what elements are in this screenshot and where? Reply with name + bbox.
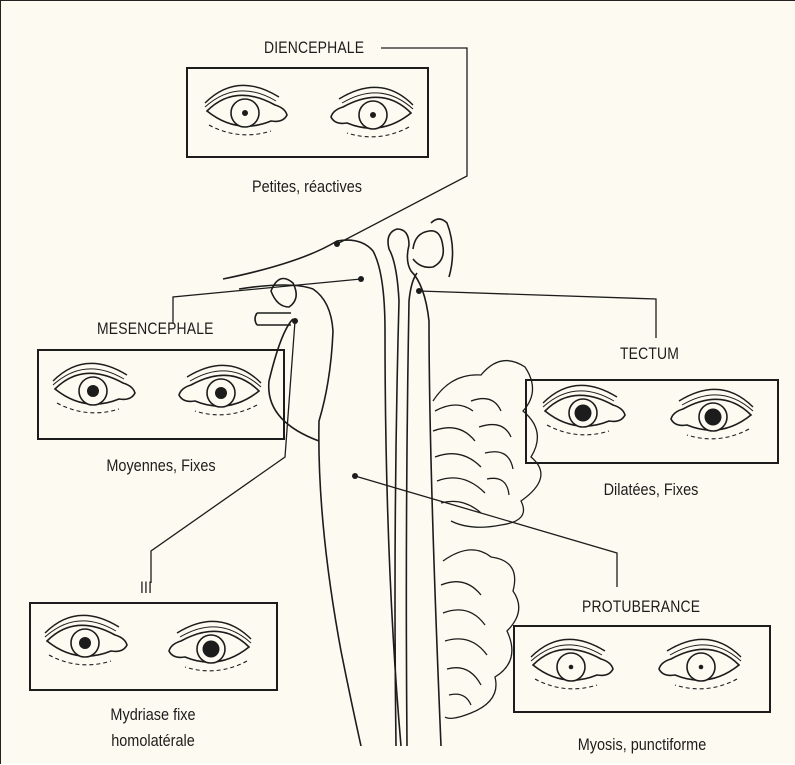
eye-diencephale-right bbox=[331, 87, 413, 137]
leader-lines bbox=[151, 48, 656, 587]
caption-tectum: Dilatées, Fixes bbox=[566, 480, 736, 500]
eye-diencephale-left bbox=[205, 85, 287, 135]
caption-nerf-iii-line1: Mydriase fixe bbox=[68, 705, 238, 725]
pupil-tectum-right bbox=[705, 409, 722, 426]
cerebellum-folia bbox=[433, 361, 541, 719]
pupil-mesencephale-right bbox=[215, 387, 227, 399]
title-protuberance: PROTUBERANCE bbox=[582, 597, 700, 617]
caption-nerf-iii-line2: homolatérale bbox=[68, 731, 238, 751]
eye-protuberance-right bbox=[659, 639, 741, 689]
brainstem-section bbox=[223, 219, 453, 746]
caption-diencephale: Petites, réactives bbox=[222, 177, 392, 197]
pupil-tectum-left bbox=[575, 405, 592, 422]
title-mesencephale: MESENCEPHALE bbox=[97, 319, 214, 339]
anatomy-points bbox=[292, 241, 422, 479]
pupil-protuberance-left bbox=[569, 665, 574, 670]
pupil-protuberance-right bbox=[699, 665, 704, 670]
caption-protuberance: Myosis, punctiforme bbox=[557, 735, 727, 755]
pupil-nerf-iii-left bbox=[79, 637, 91, 649]
pupil-diencephale-right bbox=[370, 112, 376, 118]
title-diencephale: DIENCEPHALE bbox=[264, 38, 364, 58]
pupil-mesencephale-left bbox=[87, 385, 99, 397]
eye-protuberance-left bbox=[531, 639, 613, 689]
pupil-diencephale-left bbox=[242, 110, 248, 116]
pupil-nerf-iii-right bbox=[203, 641, 220, 658]
pupils-layer bbox=[79, 110, 722, 669]
title-nerf-iii: III bbox=[140, 578, 152, 598]
caption-mesencephale: Moyennes, Fixes bbox=[76, 456, 246, 476]
title-tectum: TECTUM bbox=[620, 344, 679, 364]
